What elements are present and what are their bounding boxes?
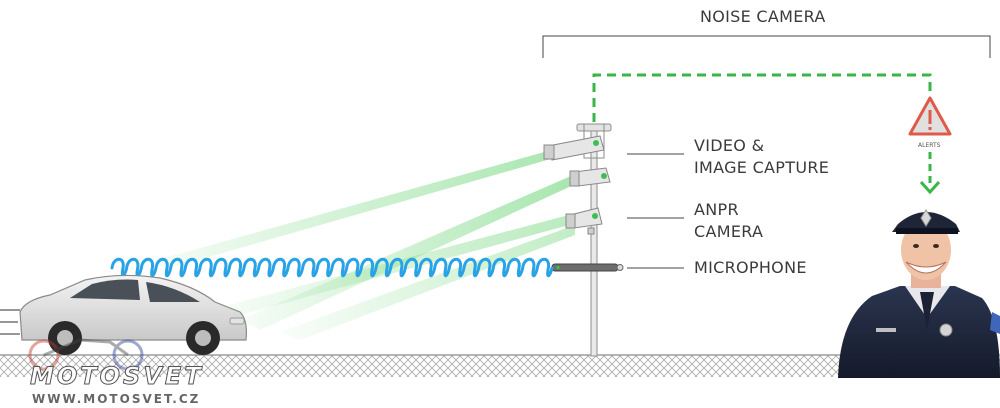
ground-hatch — [0, 355, 1000, 377]
label-microphone: MICROPHONE — [694, 258, 807, 277]
label-alerts: ALERTS — [918, 142, 941, 149]
watermark-moto-emblem — [28, 338, 144, 371]
beam-anpr — [210, 212, 580, 318]
label-video-image-capture: VIDEO & IMAGE CAPTURE — [694, 136, 830, 177]
beam-low — [280, 225, 575, 340]
camera-beams — [150, 142, 580, 340]
anpr-camera — [565, 207, 603, 235]
watermark-logo: MOTOSVET — [30, 362, 204, 391]
warning-triangle-icon — [908, 96, 952, 136]
label-anpr-camera: ANPR CAMERA — [694, 200, 764, 241]
alert-arrow — [919, 180, 941, 195]
video-camera-1 — [543, 135, 605, 161]
sound-wave-coil — [110, 257, 554, 278]
camera-pole — [576, 123, 612, 357]
video-camera-2 — [569, 167, 611, 187]
beam-video-1 — [150, 142, 580, 268]
alert-path — [592, 73, 932, 122]
watermark-url: WWW.MOTOSVET.CZ — [32, 392, 201, 406]
police-officer — [838, 209, 1000, 378]
car — [0, 274, 247, 355]
microphone — [551, 263, 624, 272]
title-bracket — [542, 35, 991, 58]
diagram-title: NOISE CAMERA — [700, 7, 826, 26]
